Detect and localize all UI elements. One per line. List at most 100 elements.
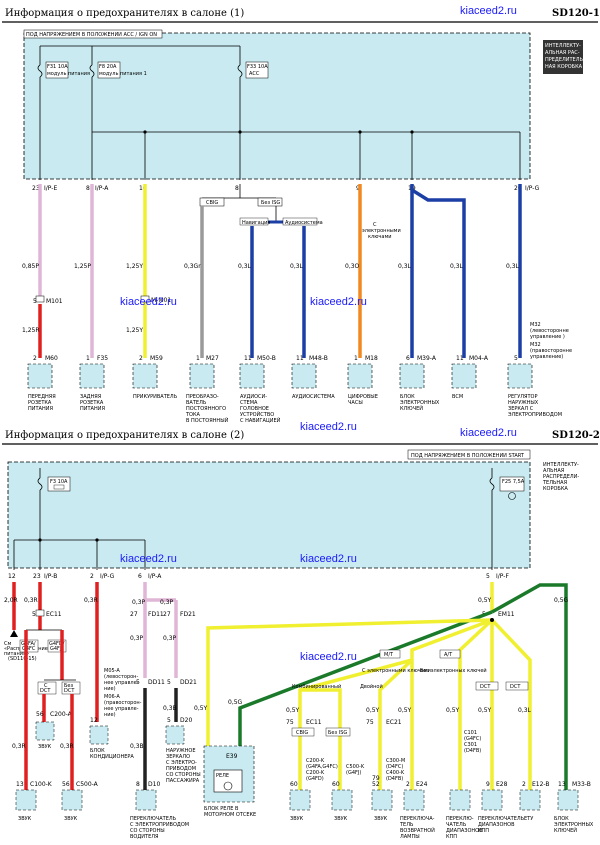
panel-2: Информация о предохранителях в салоне (2… [2,421,600,840]
svg-text:БЛОК: БЛОК [554,816,569,822]
svg-text:ДИАПАЗОНОВ: ДИАПАЗОНОВ [478,822,515,828]
svg-text:9: 9 [356,185,360,192]
svg-text:CBIG: CBIG [296,730,308,736]
svg-text:C200-A: C200-A [50,711,73,718]
side-label-1-bg [543,40,583,74]
svg-text:E12-B: E12-B [532,781,550,788]
svg-text:0,3R: 0,3R [12,743,26,750]
svg-text:M27: M27 [206,355,219,362]
svg-text:нее управле-: нее управле- [104,706,139,712]
svg-text:2,0R: 2,0R [4,597,18,604]
svg-text:kiaceed2.ru: kiaceed2.ru [300,421,357,433]
svg-text:КПП: КПП [446,834,457,840]
svg-text:0,5Y: 0,5Y [478,707,492,714]
svg-text:Без: Без [64,683,74,689]
svg-text:СТЕМА: СТЕМА [240,400,258,406]
svg-text:I/P-G: I/P-G [525,185,540,192]
svg-text:DD11: DD11 [148,679,165,686]
svg-text:ПЕРЕКЛЮЧАТЕЛЬ: ПЕРЕКЛЮЧАТЕЛЬ [130,816,177,822]
svg-text:5: 5 [136,679,140,686]
svg-text:1,25R: 1,25R [22,327,40,334]
watermark-top: kiaceed2.ru [460,5,517,17]
svg-text:0,3L: 0,3L [450,263,464,270]
svg-text:0,3P: 0,3P [163,635,177,642]
svg-text:F3 10A: F3 10A [50,479,68,485]
svg-text:ТОКА: ТОКА [185,412,201,418]
svg-text:0,3R: 0,3R [24,597,38,604]
svg-text:В ПОСТОЯННЫЙ: В ПОСТОЯННЫЙ [186,417,229,424]
svg-text:8: 8 [235,185,239,192]
svg-text:12: 12 [8,573,16,580]
svg-text:0,5Y: 0,5Y [286,707,300,714]
svg-text:23: 23 [33,573,41,580]
fuse-box-2-label: ПОД НАПРЯЖЕНИЕМ В ПОЛОЖЕНИИ START [411,453,525,459]
svg-text:См: См [4,641,11,647]
svg-text:FD11: FD11 [148,611,164,618]
svg-text:ЧАСЫ: ЧАСЫ [348,400,363,406]
svg-text:ЛАМПЫ: ЛАМПЫ [400,834,420,840]
svg-text:ПИТАНИЯ: ПИТАНИЯ [28,406,53,412]
svg-text:0,3R: 0,3R [60,743,74,750]
svg-text:управление): управление) [530,354,563,360]
svg-text:F25 7,5A: F25 7,5A [502,479,525,485]
svg-text:НАРУЖНЫХ: НАРУЖНЫХ [508,400,539,406]
svg-text:E28: E28 [496,781,508,788]
svg-text:kiaceed2.ru: kiaceed2.ru [300,651,357,663]
svg-text:F8 20A: F8 20A [99,64,117,70]
svg-text:5: 5 [486,573,490,580]
svg-text:ЗВУК: ЗВУК [290,816,304,822]
svg-text:M60: M60 [45,355,58,362]
svg-text:C101: C101 [464,730,477,736]
panel-1-code: SD120-1 [552,8,600,19]
fuse-f31: F31 10A модуль питания [37,61,90,79]
svg-text:(левосторон-: (левосторон- [104,674,138,680]
svg-text:A/T: A/T [444,652,453,658]
svg-text:6: 6 [138,573,142,580]
svg-text:КОРОБКА: КОРОБКА [543,486,568,492]
svg-text:12: 12 [90,717,98,724]
svg-text:УСТРОЙСТВО: УСТРОЙСТВО [240,411,274,418]
svg-text:C301: C301 [464,742,477,748]
svg-text:2: 2 [90,573,94,580]
svg-text:G4FA/: G4FA/ [21,641,36,647]
svg-text:BCM: BCM [452,394,463,400]
svg-text:РОЗЕТКА: РОЗЕТКА [80,400,104,406]
svg-text:ЦИФРОВЫЕ: ЦИФРОВЫЕ [348,394,378,400]
svg-text:kiaceed2.ru: kiaceed2.ru [300,553,357,565]
svg-text:13: 13 [16,781,24,788]
svg-text:КОНДИЦИОНЕРА: КОНДИЦИОНЕРА [90,754,134,760]
svg-text:8: 8 [136,781,140,788]
svg-text:модуль питания: модуль питания [47,71,90,77]
svg-text:БЛОК РЕЛЕ В: БЛОК РЕЛЕ В [204,806,239,812]
svg-text:2: 2 [139,355,143,362]
panel-2-code: SD120-2 [552,430,600,441]
svg-text:С электронными ключами: С электронными ключами [362,668,431,674]
svg-text:С ЭЛЕКТРО-: С ЭЛЕКТРО- [166,760,197,766]
svg-text:Без ISG: Без ISG [328,730,347,736]
svg-text:СО СТОРОНЫ: СО СТОРОНЫ [166,772,201,778]
svg-text:ВОЗВРАТНОЙ: ВОЗВРАТНОЙ [400,827,435,834]
fuse-box-1-label-bg [23,29,163,39]
svg-text:G4FC: G4FC [22,646,36,652]
svg-text:M59: M59 [150,355,163,362]
svg-text:0,5Y: 0,5Y [478,597,492,604]
svg-text:1,25Y: 1,25Y [126,263,143,270]
svg-text:ПРИКУРИВАТЕЛЬ: ПРИКУРИВАТЕЛЬ [133,394,178,400]
svg-text:РЕЛЕ: РЕЛЕ [216,773,229,779]
svg-text:(D4FB): (D4FB) [464,748,481,754]
svg-text:(G4FC): (G4FC) [464,736,481,742]
svg-text:5: 5 [514,355,518,362]
svg-text:0,3Gr: 0,3Gr [184,263,201,270]
svg-text:I/P-B: I/P-B [44,573,57,580]
svg-text:(G4FJ): (G4FJ) [346,770,361,776]
svg-text:ЗВУК: ЗВУК [38,744,52,750]
svg-text:G4FJ: G4FJ [50,646,61,652]
svg-text:60: 60 [332,781,340,788]
svg-text:ACC: ACC [249,71,260,77]
svg-text:КЛЮЧЕЙ: КЛЮЧЕЙ [554,827,577,834]
svg-text:M18: M18 [365,355,378,362]
svg-text:ключами: ключами [368,234,391,240]
svg-text:0,3B: 0,3B [163,705,177,712]
